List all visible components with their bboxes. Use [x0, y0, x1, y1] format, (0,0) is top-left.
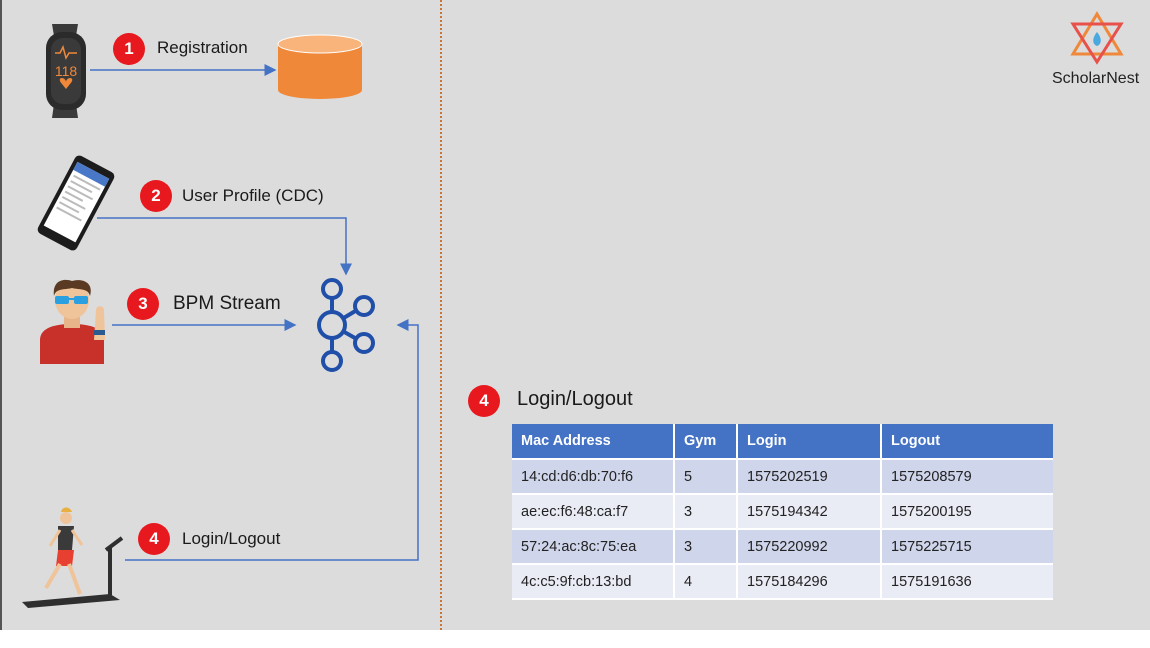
step-label-registration: Registration: [157, 38, 248, 57]
cell-mac-address: 57:24:ac:8c:75:ea: [512, 529, 675, 565]
arrow-user-profile: [97, 217, 352, 276]
section-divider: [440, 0, 442, 630]
cell-gym: 5: [674, 459, 738, 495]
cell-logout: 1575191636: [881, 564, 1053, 600]
step-label-user-profile: User Profile (CDC): [182, 186, 324, 205]
diagram-canvas: 118: [0, 0, 1150, 630]
table-section-badge: 4: [468, 385, 500, 417]
column-header-logout: Logout: [881, 424, 1053, 460]
cell-mac-address: 14:cd:d6:db:70:f6: [512, 459, 675, 495]
table-row: 57:24:ac:8c:75:ea 3 1575220992 157522571…: [512, 529, 1053, 565]
column-header-mac-address: Mac Address: [512, 424, 675, 460]
cell-mac-address: 4c:c5:9f:cb:13:bd: [512, 564, 675, 600]
cell-gym: 3: [674, 494, 738, 530]
connector-layer: [90, 64, 419, 561]
step-badge-3: 3: [127, 288, 159, 320]
step-badge-2: 2: [140, 180, 172, 212]
cell-logout: 1575225715: [881, 529, 1053, 565]
table-section-title: Login/Logout: [517, 388, 633, 410]
step-label-login-logout: Login/Logout: [182, 529, 281, 548]
cell-mac-address: ae:ec:f6:48:ca:f7: [512, 494, 675, 530]
step-label-bpm-stream: BPM Stream: [173, 293, 281, 314]
cell-logout: 1575200195: [881, 494, 1053, 530]
step-badge-4: 4: [138, 523, 170, 555]
table-row: 4c:c5:9f:cb:13:bd 4 1575184296 157519163…: [512, 564, 1053, 600]
brand-name: ScholarNest: [1052, 70, 1140, 87]
cell-gym: 3: [674, 529, 738, 565]
arrow-login-logout: [125, 319, 419, 561]
column-header-login: Login: [737, 424, 882, 460]
cell-login: 1575184296: [737, 564, 882, 600]
cell-login: 1575220992: [737, 529, 882, 565]
cell-gym: 4: [674, 564, 738, 600]
login-logout-table: Mac Address Gym Login Logout 14:cd:d6:db…: [512, 424, 1053, 600]
table-header-row: Mac Address Gym Login Logout: [512, 424, 1053, 460]
table-row: 14:cd:d6:db:70:f6 5 1575202519 157520857…: [512, 459, 1053, 495]
step-badge-1: 1: [113, 33, 145, 65]
cell-login: 1575202519: [737, 459, 882, 495]
cell-login: 1575194342: [737, 494, 882, 530]
column-header-gym: Gym: [674, 424, 738, 460]
cell-logout: 1575208579: [881, 459, 1053, 495]
table-row: ae:ec:f6:48:ca:f7 3 1575194342 157520019…: [512, 494, 1053, 530]
